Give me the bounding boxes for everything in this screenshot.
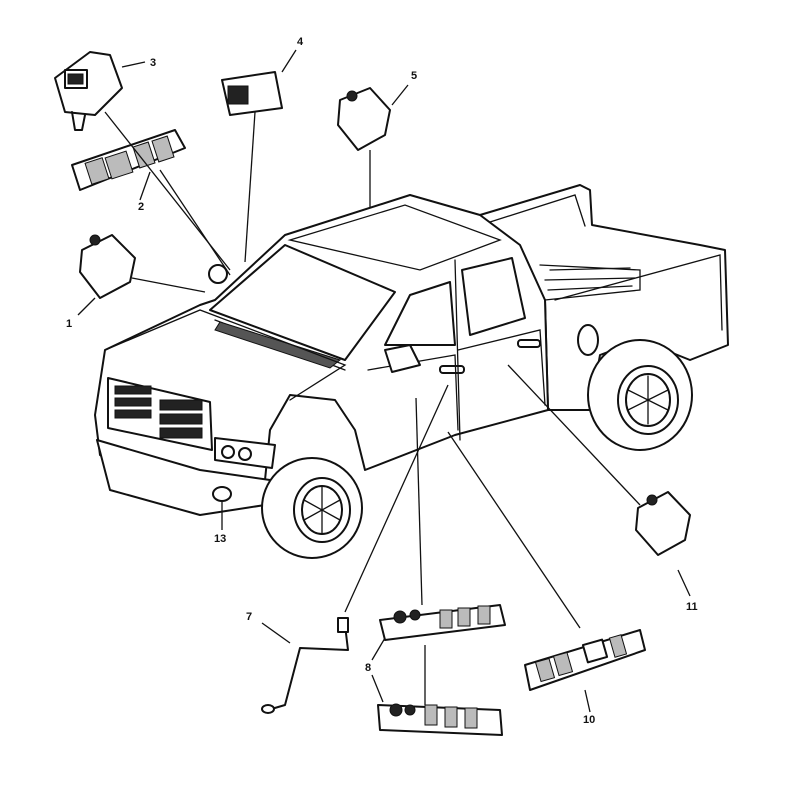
leader-10-to-truck: [447, 431, 581, 629]
leader-2: [139, 171, 151, 201]
component-7-sensor-cable: [261, 617, 349, 714]
callout-5: 5: [411, 70, 417, 82]
leader-7: [261, 622, 291, 644]
leader-11-to-truck: [507, 364, 641, 506]
leader-4-to-truck: [244, 111, 256, 263]
leader-8-lower: [371, 674, 384, 703]
component-10-switch-panel: [524, 629, 646, 691]
component-3-mirror-switch: [54, 51, 123, 131]
leader-4: [281, 49, 297, 73]
leader-3: [121, 61, 146, 68]
callout-4: 4: [297, 36, 304, 48]
callout-3: 3: [150, 57, 156, 69]
callout-7: 7: [246, 611, 252, 623]
component-11-actuator: [635, 491, 691, 556]
leader-10: [584, 689, 591, 713]
callout-2: 2: [138, 201, 144, 213]
leader-8-to-truck: [415, 397, 423, 606]
callout-11: 11: [686, 601, 698, 613]
leader-11: [677, 569, 691, 597]
callout-13: 13: [214, 533, 226, 545]
component-2-switch-bank: [71, 129, 186, 191]
component-8-door-switch-panels: [377, 604, 506, 736]
callout-1: 1: [66, 318, 72, 330]
callout-10: 10: [583, 714, 595, 726]
leader-8-upper: [371, 637, 386, 661]
leader-lines: [77, 49, 691, 713]
pickup-truck-illustration: [94, 184, 729, 559]
component-4-switch: [221, 71, 283, 116]
leader-1-to-truck: [131, 277, 206, 293]
leader-1: [77, 297, 96, 316]
component-1-actuator: [79, 234, 136, 299]
callout-8: 8: [365, 662, 371, 674]
component-5-actuator: [337, 87, 391, 151]
leader-2-to-truck: [159, 169, 231, 276]
leader-7-to-truck: [344, 384, 449, 613]
leader-5: [391, 84, 409, 106]
